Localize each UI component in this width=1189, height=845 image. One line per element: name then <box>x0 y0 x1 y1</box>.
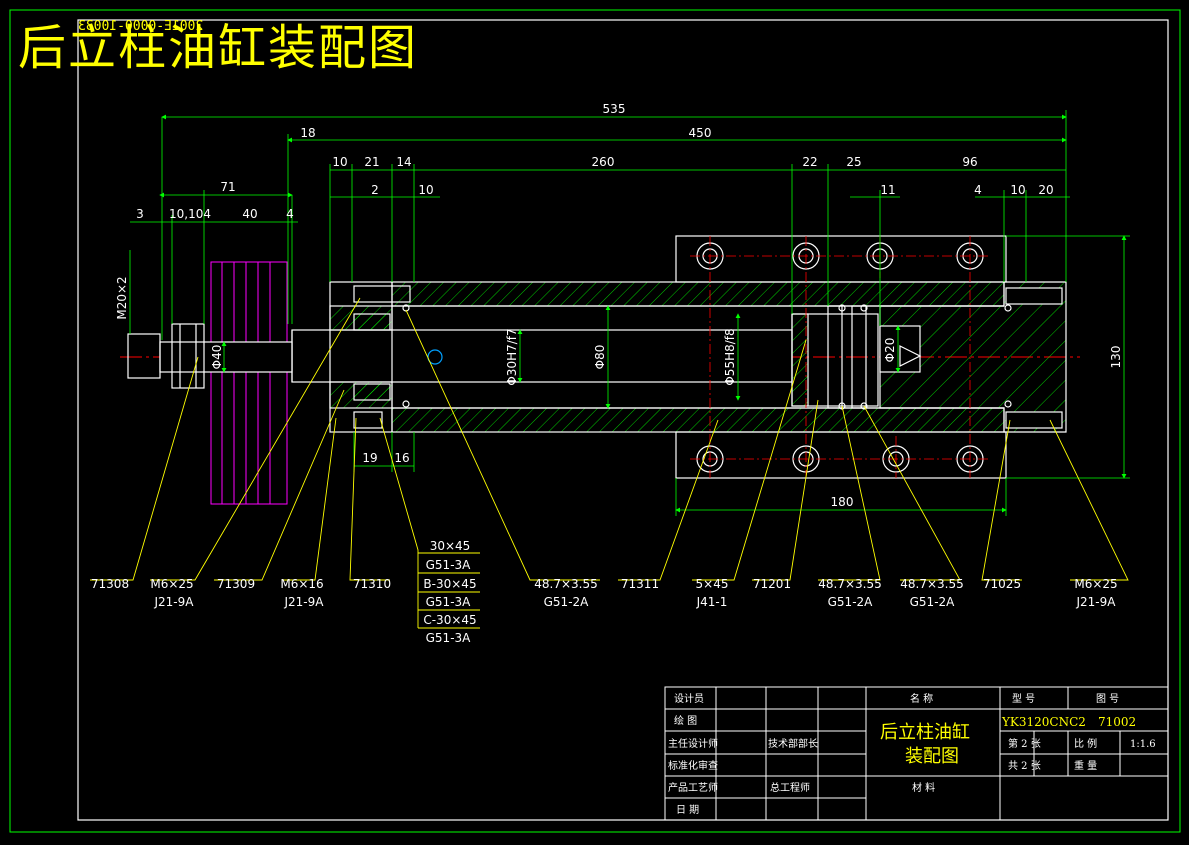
tb-name-line1: 后立柱油缸 <box>880 721 970 743</box>
dim-10104: 10,104 <box>169 207 211 221</box>
dim-3: 3 <box>136 207 144 221</box>
callout-5x45: 5×45 <box>696 577 729 591</box>
dim-2: 2 <box>371 183 379 197</box>
callout-71309: 71309 <box>217 577 255 591</box>
sheet-title: 后立柱油缸装配图 <box>18 20 419 76</box>
seal-stack-4: G51-3A <box>426 595 472 609</box>
dim-40: 40 <box>242 207 257 221</box>
tb-standard-review: 标准化审查 <box>668 759 718 772</box>
dim-phi80: Φ80 <box>593 345 607 370</box>
dim-18: 18 <box>300 126 315 140</box>
callout-487-c: 48.7×3.55 <box>900 577 964 591</box>
callout-m6x16: M6×16 <box>280 577 323 591</box>
tb-model: YK3120CNC2 <box>1001 715 1086 729</box>
tb-tech-minister: 技术部部长 <box>768 737 818 750</box>
dim-phi20: Φ20 <box>883 338 897 363</box>
dim-21: 21 <box>364 155 379 169</box>
dimension-texts: 535 450 18 10 21 14 260 22 25 96 2 10 11… <box>115 102 1123 509</box>
tb-weight-label: 重 量 <box>1074 759 1097 772</box>
seal-stack-box <box>418 552 480 629</box>
dim-10c: 10 <box>1010 183 1025 197</box>
dim-96: 96 <box>962 155 977 169</box>
title-block-texts: 设计员 绘 图 主任设计师 标准化审查 产品工艺师 日 期 技术部部长 总工程师… <box>668 692 1156 816</box>
callout-m6x25-b: M6×25 <box>1074 577 1117 591</box>
front-head <box>329 281 411 433</box>
callout-487-b-std: G51-2A <box>828 595 874 609</box>
callout-m6x25-a-std: J21-9A <box>154 595 195 609</box>
tb-drafter: 绘 图 <box>674 714 697 727</box>
callout-487-c-std: G51-2A <box>910 595 956 609</box>
callout-71308: 71308 <box>91 577 129 591</box>
callout-5x45-std: J41-1 <box>696 595 728 609</box>
seal-stack-2: G51-3A <box>426 558 472 572</box>
dim-phi55: Φ55H8/f8 <box>723 328 737 385</box>
callout-487-a: 48.7×3.55 <box>534 577 598 591</box>
dim-m20: M20×2 <box>115 276 129 319</box>
tb-scale-value: 1:1.6 <box>1130 739 1156 750</box>
seal-stack-6: G51-3A <box>426 631 472 645</box>
dim-phi30: Φ30H7/f7 <box>505 328 519 385</box>
dim-19: 19 <box>362 451 377 465</box>
rear-cap <box>879 281 1067 433</box>
tb-process-engineer: 产品工艺师 <box>668 781 718 794</box>
piston-rod <box>127 323 793 389</box>
title-block <box>664 686 1169 821</box>
sheet-border <box>9 9 1181 833</box>
tb-scale-label: 比 例 <box>1074 737 1097 750</box>
tb-total-sheets: 共 2 张 <box>1008 760 1041 772</box>
seal-stack-5: C-30×45 <box>423 613 476 627</box>
dim-10a: 10 <box>332 155 347 169</box>
title-block-main-texts: 后立柱油缸 装配图 YK3120CNC2 71002 <box>880 715 1136 767</box>
tb-chief-designer: 主任设计师 <box>668 737 718 750</box>
callout-m6x16-std: J21-9A <box>284 595 325 609</box>
dimension-lines <box>129 110 1130 516</box>
dim-25: 25 <box>846 155 861 169</box>
tb-designer: 设计员 <box>674 692 704 705</box>
dim-260: 260 <box>592 155 615 169</box>
dim-22: 22 <box>802 155 817 169</box>
seal-stack-1: 30×45 <box>430 539 471 553</box>
dim-71: 71 <box>220 180 235 194</box>
tb-material-label: 材 料 <box>912 781 935 794</box>
callout-71025: 71025 <box>983 577 1021 591</box>
gear-outline <box>210 261 288 505</box>
callout-m6x25-a: M6×25 <box>150 577 193 591</box>
dim-16: 16 <box>394 451 409 465</box>
callout-487-a-std: G51-2A <box>544 595 590 609</box>
dim-4b: 4 <box>286 207 294 221</box>
tb-date: 日 期 <box>676 804 699 816</box>
leader-lines <box>90 297 1129 628</box>
seal-stack-3: B-30×45 <box>423 577 476 591</box>
dim-535: 535 <box>603 102 626 116</box>
dim-130: 130 <box>1109 346 1123 369</box>
tb-chief-engineer: 总工程师 <box>770 781 810 794</box>
dim-4a: 4 <box>974 183 982 197</box>
callout-487-b: 48.7×3.55 <box>818 577 882 591</box>
dim-11: 11 <box>880 183 895 197</box>
tb-drawing-no-header: 图 号 <box>1096 693 1119 705</box>
tb-model-header: 型 号 <box>1012 692 1035 705</box>
tb-name-line2: 装配图 <box>905 746 959 767</box>
callout-m6x25-b-std: J21-9A <box>1076 595 1117 609</box>
cylinder-barrel <box>391 281 1005 433</box>
callout-71201: 71201 <box>753 577 791 591</box>
tb-drawing-no: 71002 <box>1098 715 1136 729</box>
dim-450: 450 <box>689 126 712 140</box>
tb-name-header: 名 称 <box>910 692 933 705</box>
dim-20: 20 <box>1038 183 1053 197</box>
callout-71310: 71310 <box>353 577 391 591</box>
callout-71311: 71311 <box>621 577 659 591</box>
dim-180: 180 <box>831 495 854 509</box>
callout-texts: 71308 M6×25 J21-9A 71309 M6×16 J21-9A 71… <box>91 539 1118 645</box>
dim-10b: 10 <box>418 183 433 197</box>
tb-sheet-no: 第 2 张 <box>1008 737 1041 750</box>
dim-14: 14 <box>396 155 411 169</box>
dim-phi40: Φ40 <box>210 345 224 370</box>
